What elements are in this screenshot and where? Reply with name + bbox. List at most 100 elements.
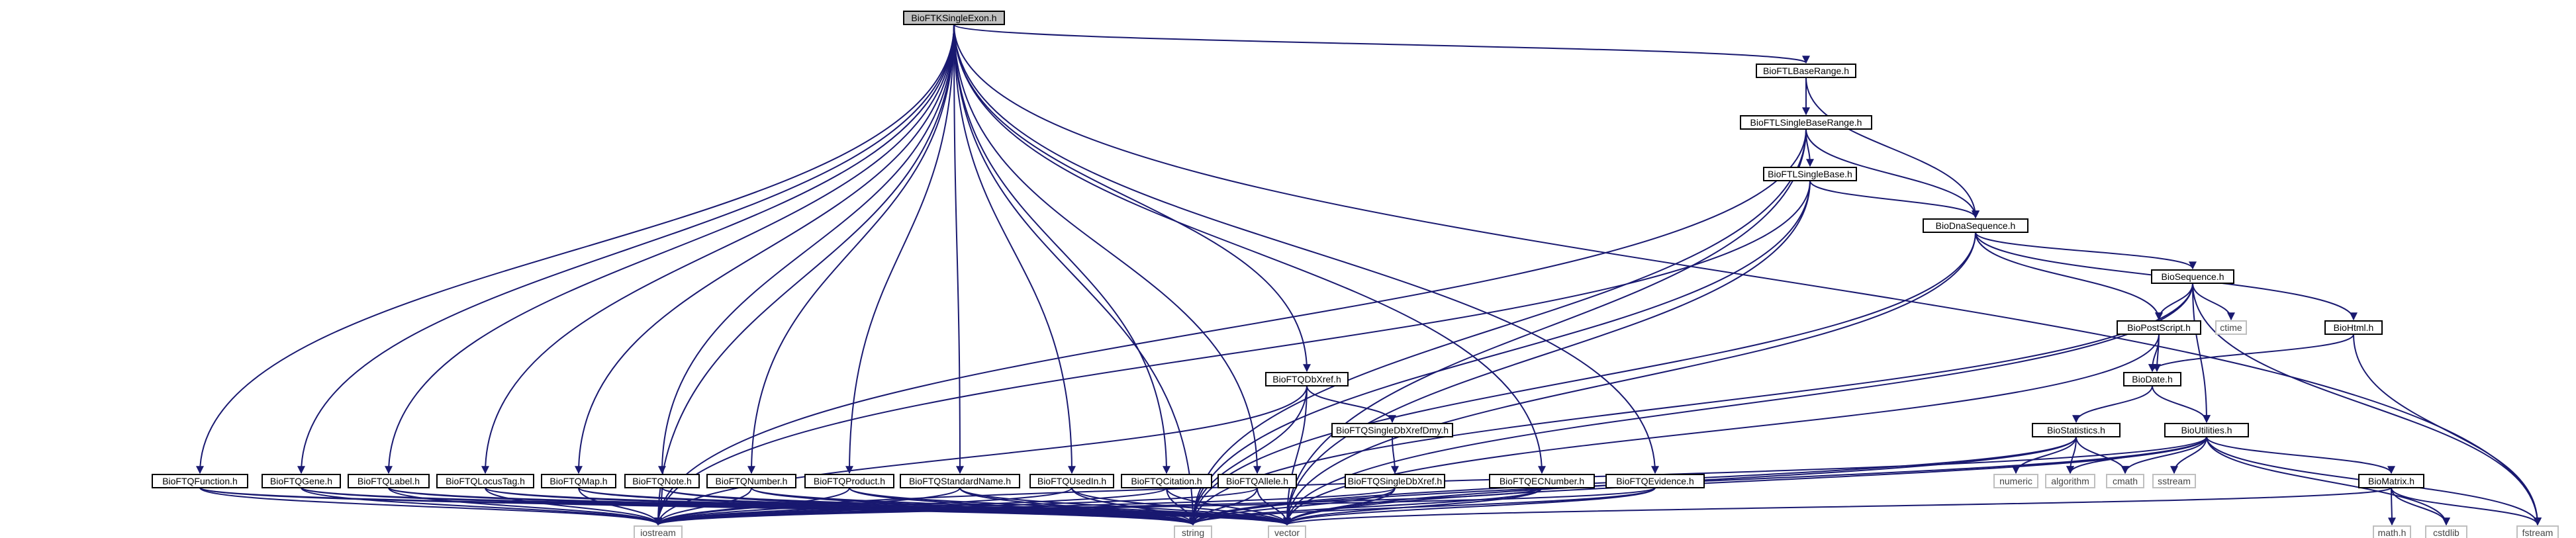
node-locus[interactable]: BioFTQLocusTag.h — [436, 474, 534, 488]
node-dna[interactable]: BioDnaSequence.h — [1923, 218, 2028, 233]
node-root-label: BioFTKSingleExon.h — [911, 13, 996, 23]
node-iostream-box — [634, 525, 683, 538]
node-gene-label: BioFTQGene.h — [270, 476, 332, 486]
node-ftlbase[interactable]: BioFTLBaseRange.h — [1756, 64, 1856, 78]
node-stdname[interactable]: BioFTQStandardName.h — [900, 474, 1020, 488]
node-algorithm-box — [2045, 474, 2095, 488]
node-sdbxdmy[interactable]: BioFTQSingleDbXrefDmy.h — [1331, 423, 1453, 437]
edge-root-to-qmap — [575, 24, 955, 474]
edge-seq-to-ctime — [2192, 283, 2235, 321]
node-root[interactable]: BioFTKSingleExon.h — [903, 11, 1005, 25]
edge-util-to-sstream — [2170, 436, 2207, 474]
node-qmap[interactable]: BioFTQMap.h — [541, 474, 616, 488]
node-number-box — [706, 474, 796, 488]
edge-dna-to-string — [1189, 232, 1976, 526]
node-usedin-box — [1029, 474, 1114, 488]
node-product-box — [804, 474, 894, 488]
edge-matrix-to-cstdlib — [2391, 487, 2450, 526]
edge-html-to-date — [2148, 334, 2354, 373]
edge-stdname-to-iostream — [654, 487, 961, 526]
edge-root-to-ecnum — [953, 24, 1546, 474]
node-func[interactable]: BioFTQFunction.h — [152, 474, 248, 488]
node-numeric: numeric — [1993, 474, 2038, 488]
edge-root-to-stdname — [953, 24, 964, 474]
node-locus-box — [436, 474, 534, 488]
node-dbxref[interactable]: BioFTQDbXref.h — [1265, 372, 1349, 386]
edge-product-to-vector — [849, 487, 1291, 526]
node-numeric-label: numeric — [1999, 476, 2032, 486]
edge-ps-to-vector — [1283, 334, 2160, 526]
edge-func-to-iostream — [199, 487, 662, 526]
node-ecnum[interactable]: BioFTQECNumber.h — [1489, 474, 1595, 488]
edge-util-to-matrix — [2206, 436, 2395, 474]
node-string: string — [1174, 525, 1212, 538]
node-fstream-label: fstream — [2522, 527, 2553, 538]
node-sdbx-box — [1345, 474, 1445, 488]
edge-evidence-to-vector — [1283, 487, 1656, 526]
node-ftlsb-box — [1763, 167, 1857, 181]
edge-evidence-to-iostream — [654, 487, 1656, 526]
node-vector-box — [1268, 525, 1306, 538]
node-cmath-box — [2106, 474, 2144, 488]
node-matrix[interactable]: BioMatrix.h — [2358, 474, 2424, 488]
node-ftlsbr-label: BioFTLSingleBaseRange.h — [1750, 117, 1862, 128]
node-citation[interactable]: BioFTQCitation.h — [1121, 474, 1212, 488]
edge-dna-to-vector — [1283, 232, 1976, 526]
node-numeric-box — [1993, 474, 2038, 488]
edge-sdbx-to-string — [1189, 487, 1396, 526]
edge-ftlsbr-to-dna — [1805, 128, 1980, 219]
node-product[interactable]: BioFTQProduct.h — [804, 474, 894, 488]
edge-ftlsbr-to-vector — [1283, 128, 1807, 526]
node-ctime-label: ctime — [2220, 322, 2242, 333]
node-ftlsbr[interactable]: BioFTLSingleBaseRange.h — [1740, 115, 1872, 130]
node-evidence-box — [1605, 474, 1705, 488]
node-stdname-box — [900, 474, 1020, 488]
node-ps-label: BioPostScript.h — [2127, 322, 2191, 333]
node-sdbx[interactable]: BioFTQSingleDbXref.h — [1345, 474, 1445, 488]
node-usedin[interactable]: BioFTQUsedIn.h — [1029, 474, 1114, 488]
node-ctime: ctime — [2215, 320, 2247, 335]
edge-dna-to-ps — [1975, 232, 2163, 321]
node-seq[interactable]: BioSequence.h — [2151, 269, 2234, 284]
edge-root-to-locus — [481, 24, 955, 474]
edge-matrix-to-vector — [1283, 487, 2392, 526]
node-algorithm-label: algorithm — [2051, 476, 2089, 486]
node-string-box — [1174, 525, 1212, 538]
node-note-label: BioFTQNote.h — [632, 476, 691, 486]
edge-ftlsbr-to-iostream — [654, 128, 1807, 526]
edge-locus-to-iostream — [485, 487, 662, 526]
node-note[interactable]: BioFTQNote.h — [624, 474, 700, 488]
node-string-label: string — [1182, 527, 1204, 538]
node-date[interactable]: BioDate.h — [2123, 372, 2181, 386]
edge-html-to-fstream — [2353, 334, 2542, 526]
node-mathh: math.h — [2373, 525, 2411, 538]
node-sdbxdmy-box — [1331, 423, 1453, 437]
edge-ftlsb-to-dna — [1809, 180, 1980, 219]
node-evidence[interactable]: BioFTQEvidence.h — [1605, 474, 1705, 488]
edge-product-to-string — [849, 487, 1197, 526]
node-matrix-box — [2358, 474, 2424, 488]
node-stats-label: BioStatistics.h — [2047, 425, 2105, 435]
node-ps[interactable]: BioPostScript.h — [2117, 320, 2201, 335]
node-label-box — [348, 474, 430, 488]
node-stats-box — [2032, 423, 2121, 437]
node-gene-box — [262, 474, 341, 488]
node-ftlsb[interactable]: BioFTLSingleBase.h — [1763, 167, 1857, 181]
edge-gene-to-iostream — [301, 487, 662, 526]
node-number[interactable]: BioFTQNumber.h — [706, 474, 796, 488]
node-gene[interactable]: BioFTQGene.h — [262, 474, 341, 488]
edge-root-to-fstream — [953, 24, 2542, 526]
node-citation-label: BioFTQCitation.h — [1131, 476, 1202, 486]
node-util[interactable]: BioUtilities.h — [2164, 423, 2249, 437]
node-label[interactable]: BioFTQLabel.h — [348, 474, 430, 488]
node-dna-label: BioDnaSequence.h — [1936, 220, 2016, 231]
edge-root-to-gene — [297, 24, 955, 474]
edge-root-to-evidence — [953, 24, 1659, 474]
node-mathh-label: math.h — [2378, 527, 2407, 538]
edge-dbxref-to-sdbxdmy — [1306, 385, 1396, 424]
node-stats[interactable]: BioStatistics.h — [2032, 423, 2121, 437]
node-allele[interactable]: BioFTQAllele.h — [1217, 474, 1297, 488]
node-number-label: BioFTQNumber.h — [716, 476, 788, 486]
node-html[interactable]: BioHtml.h — [2324, 320, 2383, 335]
